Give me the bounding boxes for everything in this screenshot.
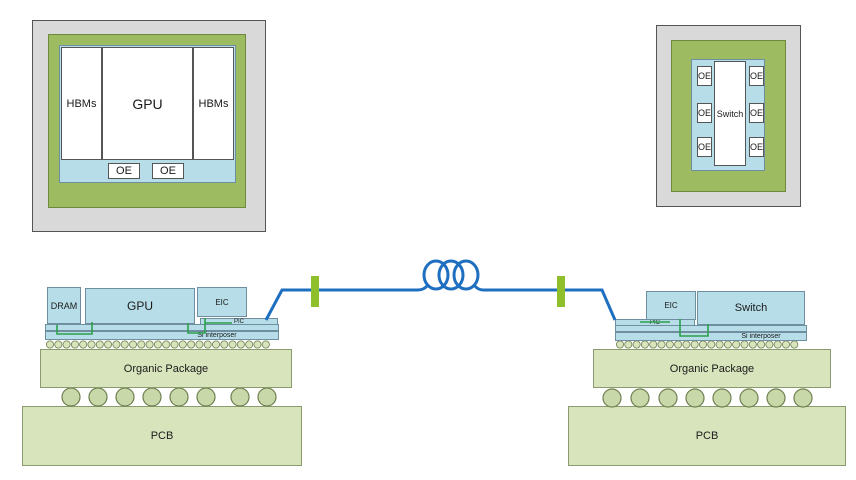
organic-package-left-label: Organic Package bbox=[123, 362, 209, 375]
microbump bbox=[87, 340, 96, 349]
microbump bbox=[261, 340, 270, 349]
microbump bbox=[70, 340, 79, 349]
gpu-side-label: GPU bbox=[126, 299, 153, 313]
microbump bbox=[137, 340, 146, 349]
oe-label: OE bbox=[750, 142, 764, 152]
si-interposer-left: Si interposer bbox=[45, 331, 279, 340]
microbump bbox=[162, 340, 171, 349]
microbump bbox=[95, 340, 104, 349]
fiber-connector-left bbox=[311, 276, 319, 307]
gpu-top-label: GPU bbox=[132, 95, 163, 112]
eic-left-label: EIC bbox=[215, 297, 229, 307]
switch-top-label: Switch bbox=[716, 108, 744, 119]
pcb-left-label: PCB bbox=[150, 430, 174, 442]
pic-left-label: PIC bbox=[233, 318, 244, 325]
microbump bbox=[178, 340, 187, 349]
microbump bbox=[253, 340, 262, 349]
switch-chip-side: Switch bbox=[697, 291, 805, 325]
pcb-right: PCB bbox=[568, 406, 846, 466]
dram-label: DRAM bbox=[50, 300, 78, 311]
oe-label: OE bbox=[698, 142, 712, 152]
hbm-left-die: HBMs bbox=[61, 47, 102, 160]
microbump bbox=[46, 340, 55, 349]
si-interposer-right: Si interposer bbox=[615, 332, 807, 341]
pcb-right-label: PCB bbox=[695, 430, 719, 442]
fiber-coil-icon bbox=[417, 259, 484, 292]
optical-fiber bbox=[264, 288, 617, 321]
eic-chip-right: EIC bbox=[646, 291, 696, 320]
microbump bbox=[245, 340, 254, 349]
oe-box-gpu-1: OE bbox=[108, 163, 140, 179]
oe-box-switch-r2: OE bbox=[749, 103, 764, 123]
microbump bbox=[170, 340, 179, 349]
interposer-top-layer-left bbox=[45, 324, 279, 331]
microbump bbox=[153, 340, 162, 349]
si-interposer-right-label: Si interposer bbox=[741, 333, 781, 340]
switch-side-label: Switch bbox=[734, 302, 768, 314]
oe-box-switch-l2: OE bbox=[697, 103, 712, 123]
oe-box-switch-l1: OE bbox=[697, 66, 712, 86]
oe-label: OE bbox=[750, 71, 764, 81]
oe-box-gpu-2: OE bbox=[152, 163, 184, 179]
routing-traces-left bbox=[56, 318, 232, 335]
microbump bbox=[120, 340, 129, 349]
microbump bbox=[211, 340, 220, 349]
oe-label: OE bbox=[750, 108, 764, 118]
interposer-top-layer-right bbox=[615, 325, 807, 332]
pic-left: PIC bbox=[200, 318, 278, 325]
microbump bbox=[54, 340, 63, 349]
microbump bbox=[195, 340, 204, 349]
microbump bbox=[112, 340, 121, 349]
hbm-right-die: HBMs bbox=[193, 47, 234, 160]
oe-box-switch-r3: OE bbox=[749, 137, 764, 157]
microbump bbox=[236, 340, 245, 349]
oe-label: OE bbox=[116, 165, 132, 177]
microbump bbox=[145, 340, 154, 349]
oe-label: OE bbox=[698, 71, 712, 81]
microbump bbox=[220, 340, 229, 349]
microbump bbox=[187, 340, 196, 349]
oe-box-switch-r1: OE bbox=[749, 66, 764, 86]
hbm-right-label: HBMs bbox=[198, 97, 229, 110]
microbump bbox=[203, 340, 212, 349]
microbump bbox=[79, 340, 88, 349]
oe-box-switch-l3: OE bbox=[697, 137, 712, 157]
microbump bbox=[62, 340, 71, 349]
gpu-die-top: GPU bbox=[102, 47, 193, 160]
eic-chip-left: EIC bbox=[197, 287, 247, 317]
microbump bbox=[104, 340, 113, 349]
oe-label: OE bbox=[698, 108, 712, 118]
microbump bbox=[128, 340, 137, 349]
dram-chip: DRAM bbox=[47, 287, 81, 324]
oe-label: OE bbox=[160, 165, 176, 177]
si-interposer-left-label: Si interposer bbox=[197, 332, 237, 339]
fiber-connector-right bbox=[557, 276, 565, 307]
eic-right-label: EIC bbox=[664, 301, 678, 310]
hbm-left-label: HBMs bbox=[66, 97, 97, 110]
routing-traces-right bbox=[640, 319, 709, 337]
organic-package-right-label: Organic Package bbox=[669, 362, 755, 375]
organic-package-left: Organic Package bbox=[40, 349, 292, 388]
switch-die-top: Switch bbox=[714, 61, 746, 166]
gpu-chip-side: GPU bbox=[85, 288, 195, 324]
organic-package-right: Organic Package bbox=[593, 349, 831, 388]
microbump bbox=[228, 340, 237, 349]
pcb-left: PCB bbox=[22, 406, 302, 466]
